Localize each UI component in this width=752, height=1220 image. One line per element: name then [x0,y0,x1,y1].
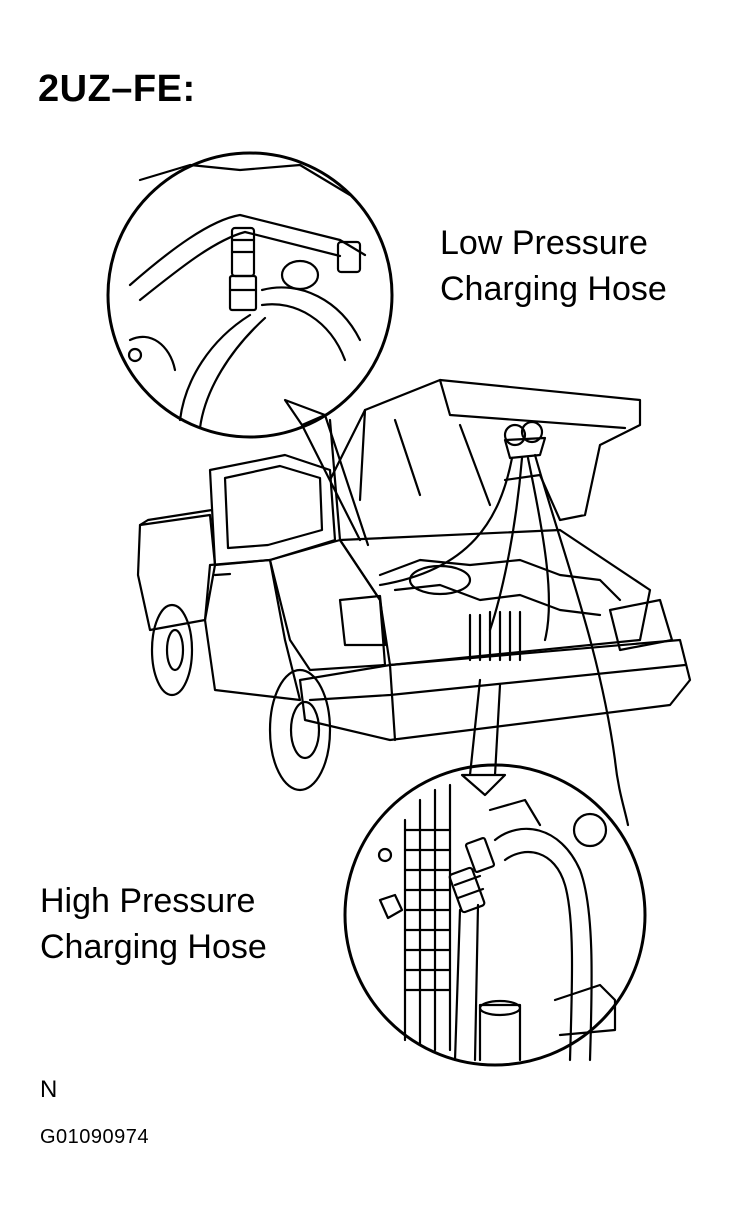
front-wheel-hub [291,702,319,758]
engine-label: 2UZ–FE: [38,68,196,110]
hp-coupler-ring-1 [455,876,480,885]
hp-bolt [379,849,391,861]
high-pressure-detail [345,680,645,1065]
radiator-core [470,612,520,660]
condenser-rungs [405,830,450,990]
high-pressure-coupler [449,867,485,913]
bed-rail [140,510,212,525]
rear-wheel [152,605,192,695]
detail-bracket [338,242,360,272]
engine-bay [340,530,650,665]
air-cleaner [410,566,470,594]
detail-bolt [129,349,141,361]
cab-window [225,466,322,548]
high-pressure-hose [490,458,522,630]
low-pressure-line1: Low Pressure [440,224,648,262]
low-pressure-leader-tip [285,400,325,425]
detail-hose-lower [130,337,175,370]
hp-pipe-main [455,905,478,1060]
front-bumper [300,640,690,740]
hp-side-fitting [380,895,402,918]
detail-engine-part [140,165,350,195]
door-handle [215,574,230,575]
hood-prop-rod [330,420,340,540]
detail-fitting [282,261,318,289]
low-pressure-detail [108,153,392,545]
high-pressure-leader-tip [462,775,505,795]
condenser-fins [405,785,450,1050]
truck-bed [138,515,215,630]
high-pressure-valve [465,837,494,872]
hood-top-panel [440,380,625,428]
hp-round-part [574,814,606,846]
low-pressure-detail-circle [108,153,392,437]
orientation-mark: N [40,1076,58,1103]
hp-receiver-cap [480,1001,520,1015]
low-pressure-valve [230,276,256,310]
front-wheel [270,670,330,790]
high-pressure-detail-circle [345,765,645,1065]
hp-hose-curve-2 [505,852,572,1060]
hp-bracket [555,985,615,1035]
hp-coupler-ring-2 [458,889,483,898]
engine-detail [395,585,600,615]
hood-inner-line [360,410,490,505]
low-pressure-callout: Low Pressure Charging Hose [440,220,667,312]
detail-service-pipe [262,287,360,360]
detail-hose-down [180,315,265,428]
hp-receiver [480,1005,520,1060]
detail-pipe-upper-2 [140,232,340,300]
low-pressure-line2: Charging Hose [440,270,667,308]
center-service-hose [535,455,628,825]
manifold-gauge-left [505,425,525,445]
open-hood [330,380,640,520]
high-pressure-line1: High Pressure [40,882,256,920]
high-pressure-line2: Charging Hose [40,928,267,966]
spare-hose [528,458,549,640]
rear-wheel-hub [167,630,183,670]
detail-pipe-upper [130,215,365,285]
low-pressure-leader [302,415,368,545]
high-pressure-leader [470,680,500,775]
hp-hose-curve [495,829,592,1060]
door [205,560,300,700]
figure-code: G01090974 [40,1126,150,1148]
high-pressure-callout: High Pressure Charging Hose [40,878,267,970]
hp-fitting-top [490,800,540,825]
grille [390,665,395,740]
manifold-gauge-right [522,422,542,442]
engine-block [380,560,620,600]
headlight-left [340,596,385,645]
low-pressure-hose [380,458,512,585]
manifold-body [505,438,545,458]
bumper-line [310,665,685,700]
pickup-truck [138,380,690,825]
